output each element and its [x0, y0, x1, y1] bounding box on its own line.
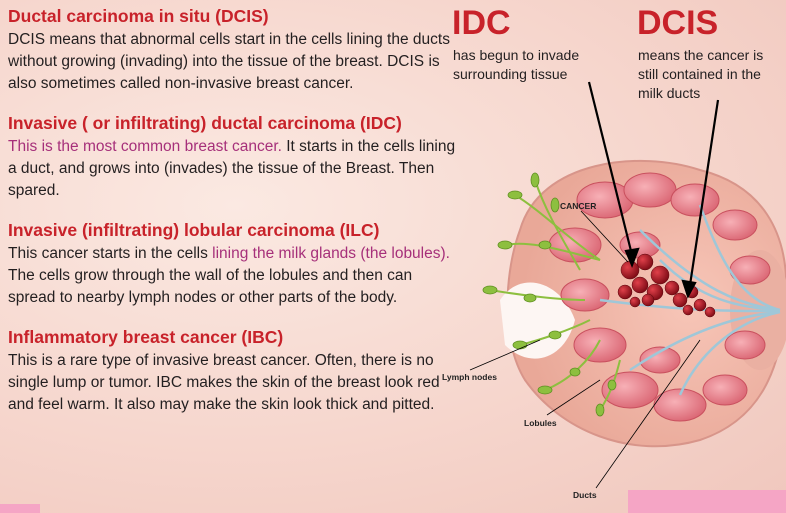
decorative-strip-right: [628, 490, 786, 513]
dcis-caption-2: still contained in the: [638, 66, 761, 82]
idc-caption-2: surrounding tissue: [453, 66, 568, 82]
body-idc: This is the most common breast cancer. I…: [8, 136, 463, 202]
dcis-caption-3: milk ducts: [638, 85, 701, 101]
accent-idc: This is the most common breast cancer.: [8, 138, 282, 155]
heading-idc: Invasive ( or infiltrating) ductal carci…: [8, 113, 402, 133]
decorative-strip-left: [0, 504, 40, 513]
body-idc-text: It starts in the cells lining a duct, an…: [8, 138, 456, 199]
body-ilc: This cancer starts in the cells lining t…: [8, 243, 463, 309]
section-ibc: Inflammatory breast cancer (IBC) This is…: [8, 327, 463, 416]
heading-ilc: Invasive (infiltrating) lobular carcinom…: [8, 220, 380, 240]
idc-caption-1: has begun to invade: [453, 47, 580, 63]
dcis-title: DCIS: [637, 4, 719, 42]
heading-ibc: Inflammatory breast cancer (IBC): [8, 327, 284, 347]
text-panel: Ductal carcinoma in situ (DCIS) DCIS mea…: [8, 6, 463, 434]
body-ilc-text: The cells grow through the wall of the l…: [8, 267, 413, 306]
label-cancer: CANCER: [560, 201, 597, 211]
label-lobules: Lobules: [524, 418, 557, 428]
section-idc: Invasive ( or infiltrating) ductal carci…: [8, 113, 463, 202]
section-ilc: Invasive (infiltrating) lobular carcinom…: [8, 220, 463, 309]
heading-dcis: Ductal carcinoma in situ (DCIS): [8, 6, 269, 26]
label-ducts: Ducts: [573, 490, 597, 500]
body-ibc: This is a rare type of invasive breast c…: [8, 352, 440, 413]
label-lymph-nodes: Lymph nodes: [442, 372, 497, 382]
body-dcis: DCIS means that abnormal cells start in …: [8, 31, 450, 92]
body-ilc-pre: This cancer starts in the cells: [8, 245, 213, 262]
section-dcis: Ductal carcinoma in situ (DCIS) DCIS mea…: [8, 6, 463, 95]
idc-title: IDC: [452, 4, 511, 42]
accent-ilc: lining the milk glands (the lobules).: [212, 245, 450, 262]
dcis-caption-1: means the cancer is: [638, 47, 764, 63]
